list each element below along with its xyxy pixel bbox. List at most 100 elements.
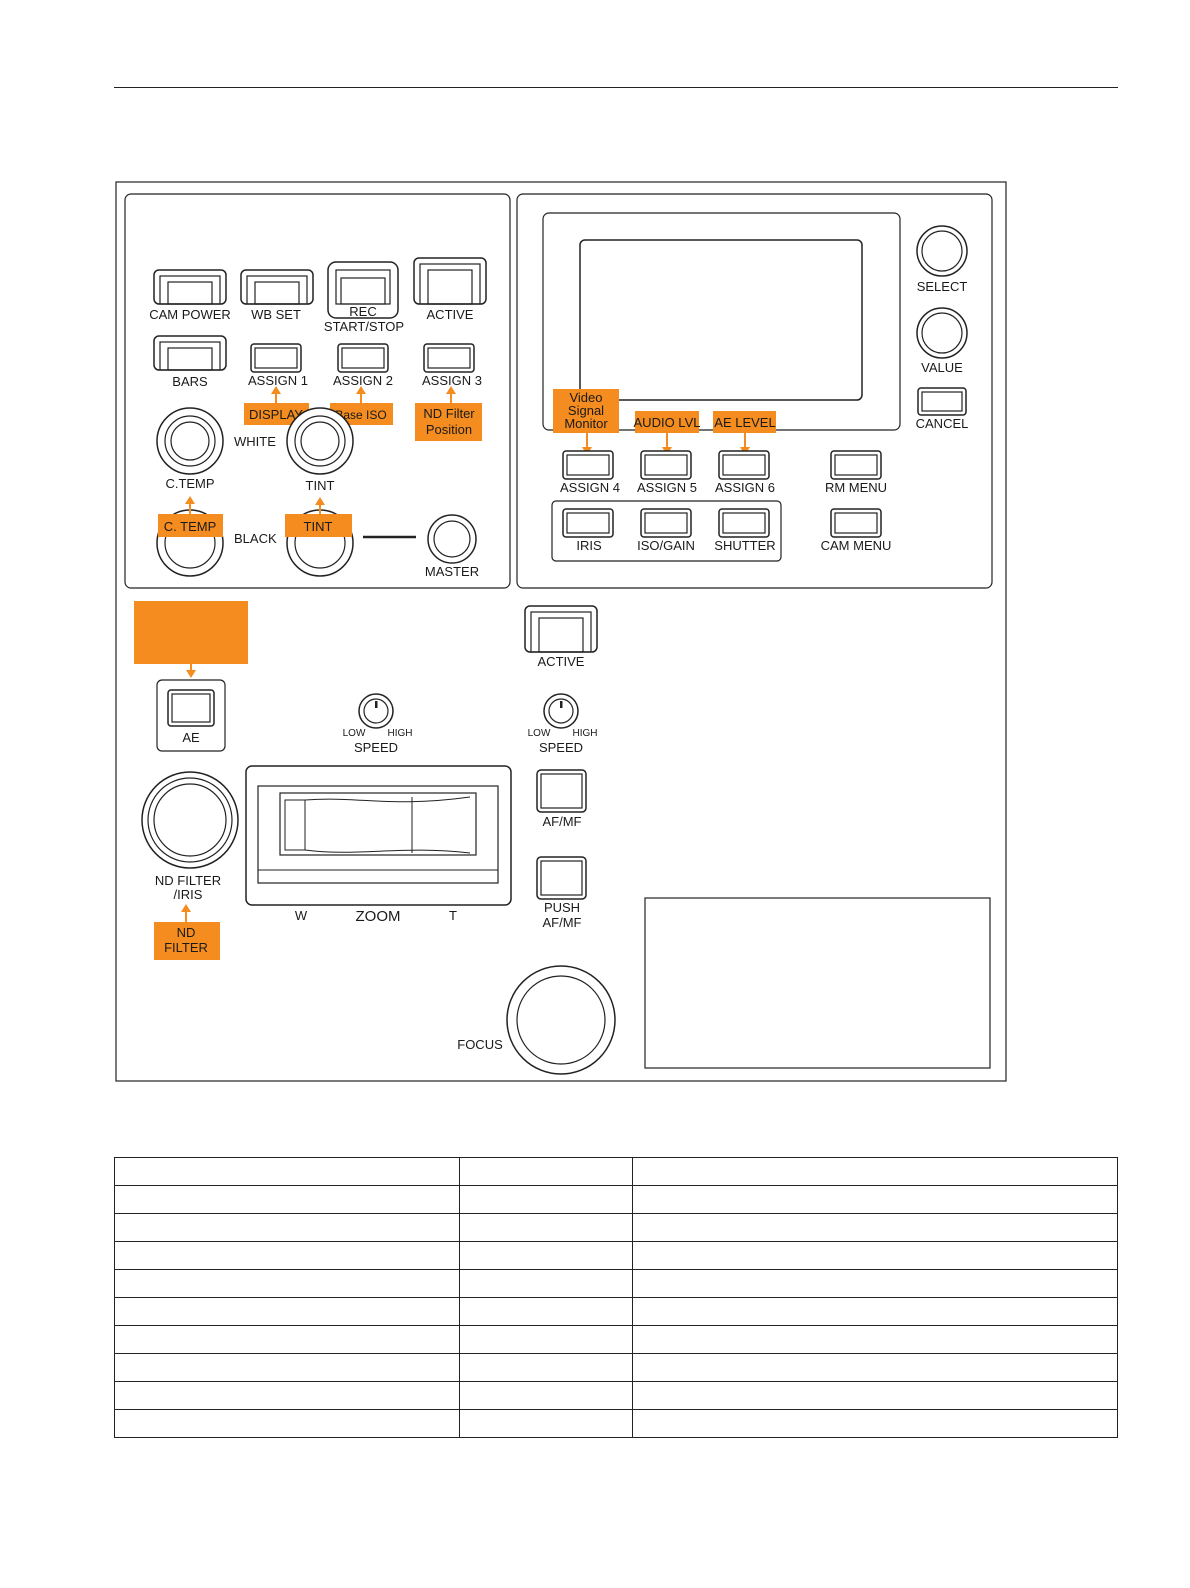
af-mf-label: AF/MF [543, 814, 582, 829]
audio-lvl-tag-text: AUDIO LVL [634, 415, 701, 430]
focus-speed-low: LOW [528, 728, 551, 739]
zoom-rocker[interactable] [245, 765, 512, 906]
ctemp-label: C.TEMP [165, 476, 214, 491]
select-knob[interactable] [916, 225, 968, 277]
left-panel [124, 193, 511, 589]
iris-button[interactable] [562, 508, 614, 538]
table-cell [632, 1353, 1118, 1382]
table-cell [632, 1409, 1118, 1438]
master-label: MASTER [425, 564, 479, 579]
outer-frame [115, 181, 1007, 1082]
rec-label: REC [349, 304, 376, 319]
active-2-button[interactable] [524, 605, 598, 653]
table-row [114, 1269, 1118, 1298]
assign-2-label: ASSIGN 2 [333, 373, 393, 388]
active-label: ACTIVE [427, 307, 474, 322]
base-iso-tag-text: Base ISO [335, 408, 386, 422]
assign-5-button[interactable] [640, 450, 692, 480]
rm-menu-label: RM MENU [825, 480, 887, 495]
assign-6-button[interactable] [718, 450, 770, 480]
nd-filter-position-tag-text-2: Position [426, 422, 472, 437]
assign-2-button[interactable] [337, 343, 389, 373]
zoom-w-label: W [295, 908, 308, 923]
nd-tag-text-2: FILTER [164, 940, 208, 955]
shutter-button[interactable] [718, 508, 770, 538]
table-cell [459, 1241, 633, 1270]
table-cell [632, 1241, 1118, 1270]
tint-knob[interactable] [286, 407, 354, 475]
table-row [114, 1241, 1118, 1270]
ctemp-knob[interactable] [156, 407, 224, 475]
table-cell [632, 1297, 1118, 1326]
table-row [114, 1353, 1118, 1382]
wb-set-button[interactable] [240, 269, 314, 305]
af-mf-button[interactable] [536, 769, 587, 813]
tint-tag-text: TINT [304, 519, 333, 534]
vsm-tag-text-2: Signal [568, 403, 604, 418]
focus-knob[interactable] [506, 965, 616, 1075]
ae-frame [156, 679, 226, 752]
assign-4-button[interactable] [562, 450, 614, 480]
select-label: SELECT [917, 279, 968, 294]
vsm-tag-text-3: Monitor [564, 416, 608, 431]
master-knob[interactable] [427, 514, 477, 564]
value-knob[interactable] [916, 307, 968, 359]
white-label: WHITE [234, 434, 276, 449]
exposure-group [551, 500, 782, 562]
nd-filter-iris-label-2: /IRIS [174, 887, 203, 902]
table-cell [459, 1325, 633, 1354]
table-cell [459, 1381, 633, 1410]
nd-tag-text-1: ND [177, 925, 196, 940]
wb-set-label: WB SET [251, 307, 301, 322]
cam-power-button[interactable] [153, 269, 227, 305]
table-row [114, 1325, 1118, 1354]
rm-menu-button[interactable] [830, 450, 882, 480]
table-cell [632, 1157, 1118, 1186]
push-af-mf-button[interactable] [536, 856, 587, 900]
nd-filter-tag [154, 922, 220, 960]
remote-panel-diagram: CAM POWER WB SET REC START/STOP ACTIVE B… [115, 181, 1007, 1082]
nd-filter-iris-label-1: ND FILTER [155, 873, 221, 888]
table-cell [459, 1185, 633, 1214]
ae-label: AE [182, 730, 200, 745]
spec-table [114, 1157, 1118, 1438]
ctemp-tag [158, 514, 223, 537]
table-cell [114, 1409, 460, 1438]
table-cell [114, 1297, 460, 1326]
nd-filter-iris-knob[interactable] [141, 771, 239, 869]
table-cell [114, 1269, 460, 1298]
table-row [114, 1381, 1118, 1410]
display-tag [244, 403, 309, 425]
table-cell [114, 1325, 460, 1354]
zoom-speed-high: HIGH [388, 728, 413, 739]
ctemp-tag-text: C. TEMP [164, 519, 217, 534]
cancel-button[interactable] [917, 387, 967, 416]
display-tag-text: DISPLAY [249, 407, 303, 422]
assign-1-button[interactable] [250, 343, 302, 373]
table-cell [632, 1325, 1118, 1354]
value-label: VALUE [921, 360, 963, 375]
cam-menu-button[interactable] [830, 508, 882, 538]
table-cell [114, 1241, 460, 1270]
rec-label-2: START/STOP [324, 319, 404, 334]
cam-power-label: CAM POWER [149, 307, 231, 322]
zoom-speed-low: LOW [343, 728, 366, 739]
iris-label: IRIS [576, 538, 602, 553]
table-row [114, 1213, 1118, 1242]
rec-button[interactable] [327, 261, 399, 319]
empty-info-box [644, 897, 991, 1069]
focus-label: FOCUS [457, 1037, 503, 1052]
assign-3-button[interactable] [423, 343, 475, 373]
header-rule [114, 87, 1118, 88]
focus-speed-knob[interactable] [543, 693, 579, 729]
assign-3-label: ASSIGN 3 [422, 373, 482, 388]
iso-gain-button[interactable] [640, 508, 692, 538]
zoom-speed-knob[interactable] [358, 693, 394, 729]
active-button[interactable] [413, 257, 487, 305]
table-cell [459, 1269, 633, 1298]
nd-filter-position-tag [415, 403, 482, 441]
assign-5-label: ASSIGN 5 [637, 480, 697, 495]
assign-1-label: ASSIGN 1 [248, 373, 308, 388]
bars-button[interactable] [153, 335, 227, 371]
ae-button[interactable] [167, 689, 215, 727]
